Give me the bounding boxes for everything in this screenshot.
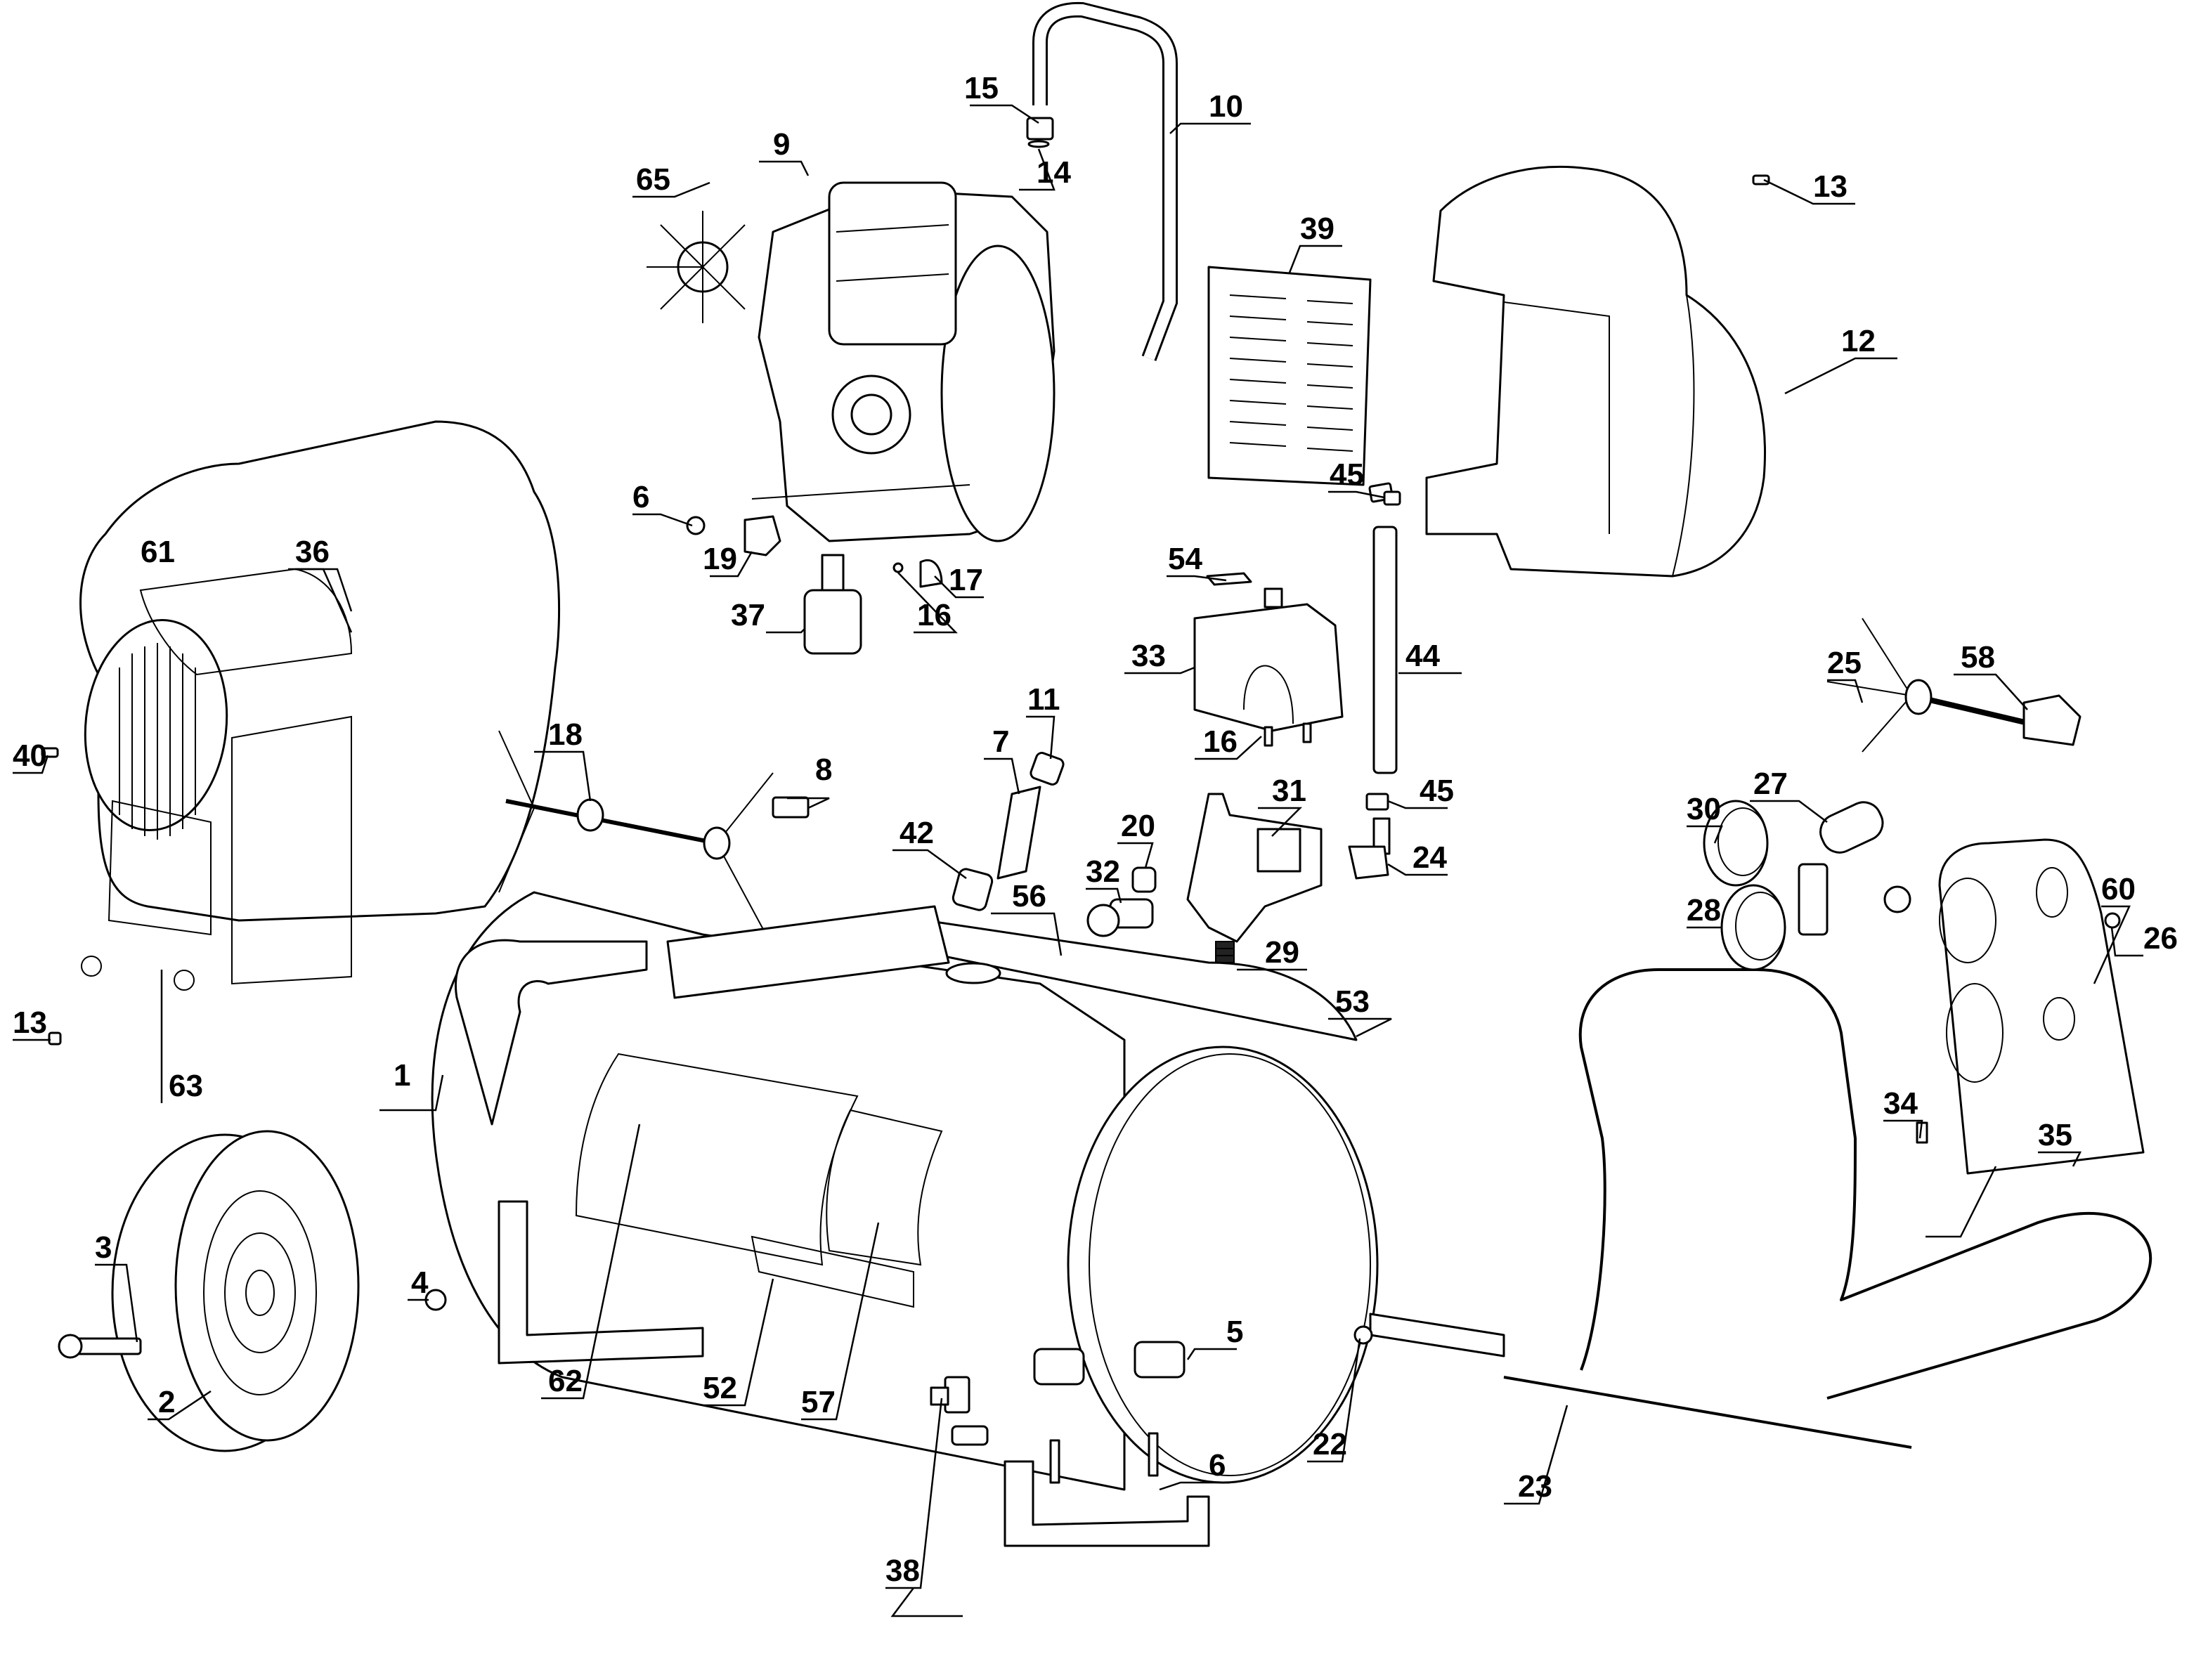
callout-4: 4 (411, 1265, 429, 1300)
callout-19: 19 (703, 542, 737, 576)
switch-cover-drawing (1193, 572, 1344, 732)
callout-29: 29 (1265, 935, 1299, 970)
callout-8: 8 (815, 753, 832, 787)
callout-30: 30 (1687, 792, 1721, 826)
callout-11: 11 (1027, 682, 1060, 717)
callout-16a: 16 (917, 598, 952, 632)
callout-13a: 13 (1813, 169, 1847, 204)
shroud-right-drawing (1425, 166, 1766, 578)
callout-3: 3 (95, 1230, 112, 1265)
callout-25: 25 (1827, 646, 1862, 680)
callout-62: 62 (548, 1364, 583, 1398)
callout-45a: 45 (1330, 457, 1364, 492)
callout-38: 38 (885, 1554, 920, 1588)
shroud-left-drawing (79, 420, 561, 991)
callout-33: 33 (1131, 639, 1166, 673)
check-valve-drawing (952, 752, 1065, 911)
safety-valve-drawing (1086, 866, 1157, 937)
callout-labels: 1 2 3 4 5 6 6 7 8 9 10 11 12 13 13 14 15… (13, 71, 2178, 1588)
callout-18: 18 (548, 717, 583, 752)
callout-1: 1 (394, 1058, 410, 1093)
callout-17: 17 (949, 563, 983, 597)
callout-24: 24 (1413, 840, 1447, 875)
callout-5: 5 (1226, 1315, 1243, 1349)
callout-15: 15 (964, 71, 999, 105)
feet-hardware-drawing (930, 1341, 1186, 1484)
outlet-tube-drawing (1026, 1, 1178, 361)
tank-drawing (431, 891, 1379, 1547)
leader-lines (13, 104, 2143, 1617)
wire-harness-drawing (498, 730, 810, 935)
motor-fan-drawing (647, 211, 746, 323)
small-hardware-drawing (41, 174, 1770, 1046)
callout-31: 31 (1272, 774, 1306, 808)
callout-22: 22 (1313, 1427, 1347, 1461)
callout-20: 20 (1121, 809, 1155, 843)
callout-63: 63 (169, 1069, 203, 1103)
callout-56: 56 (1012, 879, 1046, 913)
callout-6a: 6 (632, 480, 649, 514)
callout-9: 9 (773, 127, 790, 162)
pump-motor-drawing (647, 181, 1056, 542)
pressure-switch-drawing (1186, 722, 1323, 984)
control-panel-drawing (1916, 838, 2145, 1175)
callout-40: 40 (13, 738, 47, 773)
callout-44: 44 (1405, 639, 1440, 673)
callout-61: 61 (141, 535, 175, 569)
unloader-tube-drawing (1365, 482, 1398, 811)
callout-52: 52 (703, 1371, 737, 1405)
wheel-drawing (58, 1130, 447, 1452)
gauges-regulator-drawing (1703, 800, 1911, 971)
callout-27: 27 (1753, 767, 1788, 801)
callout-26: 26 (2143, 921, 2178, 956)
callout-16b: 16 (1203, 724, 1238, 759)
callout-53: 53 (1335, 984, 1370, 1019)
callout-60: 60 (2101, 872, 2136, 906)
callout-42: 42 (900, 816, 934, 850)
callout-39: 39 (1300, 211, 1334, 246)
callout-12: 12 (1841, 324, 1876, 358)
callout-37: 37 (731, 598, 765, 632)
elbow-fitting-drawing (1348, 817, 1391, 880)
callout-7: 7 (992, 724, 1009, 759)
callout-45b: 45 (1420, 774, 1454, 808)
callout-36: 36 (295, 535, 330, 569)
handle-frame-drawing (1353, 968, 2152, 1449)
callout-58: 58 (1961, 640, 1995, 675)
vent-grille-drawing (1207, 266, 1372, 486)
callout-28: 28 (1687, 893, 1721, 927)
power-cord-drawing (1826, 618, 2082, 753)
callout-54: 54 (1168, 542, 1202, 576)
callout-14: 14 (1037, 155, 1071, 190)
callout-65: 65 (636, 162, 670, 197)
callout-35: 35 (2038, 1118, 2072, 1152)
callout-34: 34 (1883, 1086, 1918, 1121)
callout-32: 32 (1086, 854, 1120, 889)
callout-6b: 6 (1209, 1448, 1226, 1483)
callout-10: 10 (1209, 89, 1243, 124)
callout-13b: 13 (13, 1005, 47, 1040)
callout-57: 57 (801, 1385, 836, 1419)
callout-23: 23 (1518, 1469, 1552, 1504)
callout-2: 2 (158, 1385, 175, 1419)
